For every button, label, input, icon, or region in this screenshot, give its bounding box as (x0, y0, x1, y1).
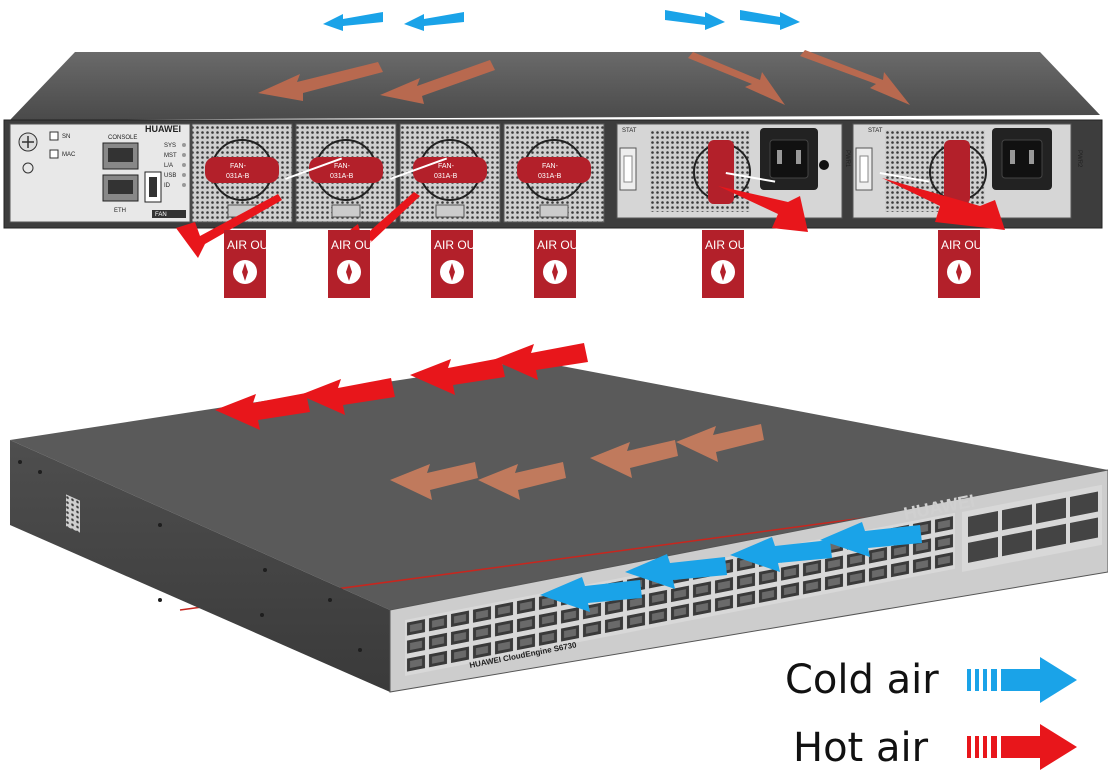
svg-text:PWR2: PWR2 (1076, 150, 1082, 168)
air-out-badge-4: AIR OUT (534, 230, 586, 298)
svg-text:SN: SN (62, 134, 70, 140)
hot-air-arrow-icon (967, 724, 1077, 770)
svg-text:AIR OUT: AIR OUT (705, 238, 754, 252)
rear-chassis-top (10, 52, 1100, 120)
svg-text:HUAWEI: HUAWEI (145, 124, 181, 134)
svg-text:031A-B: 031A-B (330, 173, 354, 180)
front-view-diagram: HUAWEI CloudEngine S6730 HUAWEI (10, 343, 1108, 693)
cold-air-arrows-front (540, 522, 922, 612)
cold-intake-arrows-top (323, 10, 800, 31)
svg-text:FAN-: FAN- (542, 163, 559, 170)
air-out-badge-2: AIR OUT (328, 230, 380, 298)
fan-module-2[interactable]: FAN- 031A-B (295, 123, 397, 223)
svg-text:AIR OUT: AIR OUT (941, 238, 990, 252)
svg-text:STAT: STAT (868, 128, 883, 134)
status-indicators: SYS MST L/A USB ID (164, 143, 186, 189)
svg-text:ETH: ETH (114, 208, 126, 214)
legend-cold-air-label: Cold air (785, 657, 939, 703)
svg-text:MST: MST (164, 153, 177, 159)
front-chassis-top (10, 360, 1108, 610)
power-module-1[interactable]: STAT PWR1 (616, 123, 850, 219)
svg-text:031A-B: 031A-B (226, 173, 250, 180)
management-panel: SN MAC CONSOLE ETH HUAWEI SYS MST L/A US… (9, 123, 191, 223)
svg-text:AIR OUT: AIR OUT (434, 238, 483, 252)
air-out-badge-3: AIR OUT (431, 230, 483, 298)
port-block-qsfp[interactable] (962, 484, 1102, 572)
power-module-2[interactable]: STAT PWR2 (852, 123, 1082, 219)
svg-text:031A-B: 031A-B (434, 173, 458, 180)
fan-module-3[interactable]: FAN- 031A-B (399, 123, 501, 223)
svg-text:FAN-: FAN- (334, 163, 351, 170)
svg-text:STAT: STAT (622, 128, 637, 134)
svg-text:FAN-: FAN- (230, 163, 247, 170)
cold-air-arrow-icon (967, 657, 1077, 703)
warm-air-arrows-rear (258, 50, 910, 105)
svg-text:SYS: SYS (164, 143, 176, 149)
svg-text:MAC: MAC (62, 152, 76, 158)
legend-hot-air-label: Hot air (793, 725, 929, 771)
svg-text:ID: ID (164, 183, 171, 189)
svg-text:AIR OUT: AIR OUT (331, 238, 380, 252)
svg-text:L/A: L/A (164, 163, 173, 169)
svg-text:USB: USB (164, 173, 176, 179)
warm-air-arrows-front (390, 424, 764, 500)
fan-module-4[interactable]: FAN- 031A-B (503, 123, 605, 223)
svg-text:CONSOLE: CONSOLE (108, 135, 137, 141)
svg-text:031A-B: 031A-B (538, 173, 562, 180)
svg-text:FAN-: FAN- (438, 163, 455, 170)
air-out-badge-6: AIR OUT (938, 230, 990, 298)
fan-module-1[interactable]: FAN- 031A-B (191, 123, 293, 223)
svg-text:PWR1: PWR1 (844, 150, 850, 168)
rear-view-diagram: SN MAC CONSOLE ETH HUAWEI SYS MST L/A US… (3, 10, 1103, 298)
svg-text:FAN: FAN (155, 212, 167, 218)
side-screws (18, 460, 362, 652)
front-chassis-side (10, 440, 390, 692)
svg-text:AIR OUT: AIR OUT (227, 238, 276, 252)
svg-text:AIR OUT: AIR OUT (537, 238, 586, 252)
hot-air-arrows-front (215, 343, 588, 430)
air-out-badge-1: AIR OUT (224, 230, 276, 298)
air-out-badge-5: AIR OUT (702, 230, 754, 298)
hot-air-arrows-rear (176, 157, 1005, 262)
